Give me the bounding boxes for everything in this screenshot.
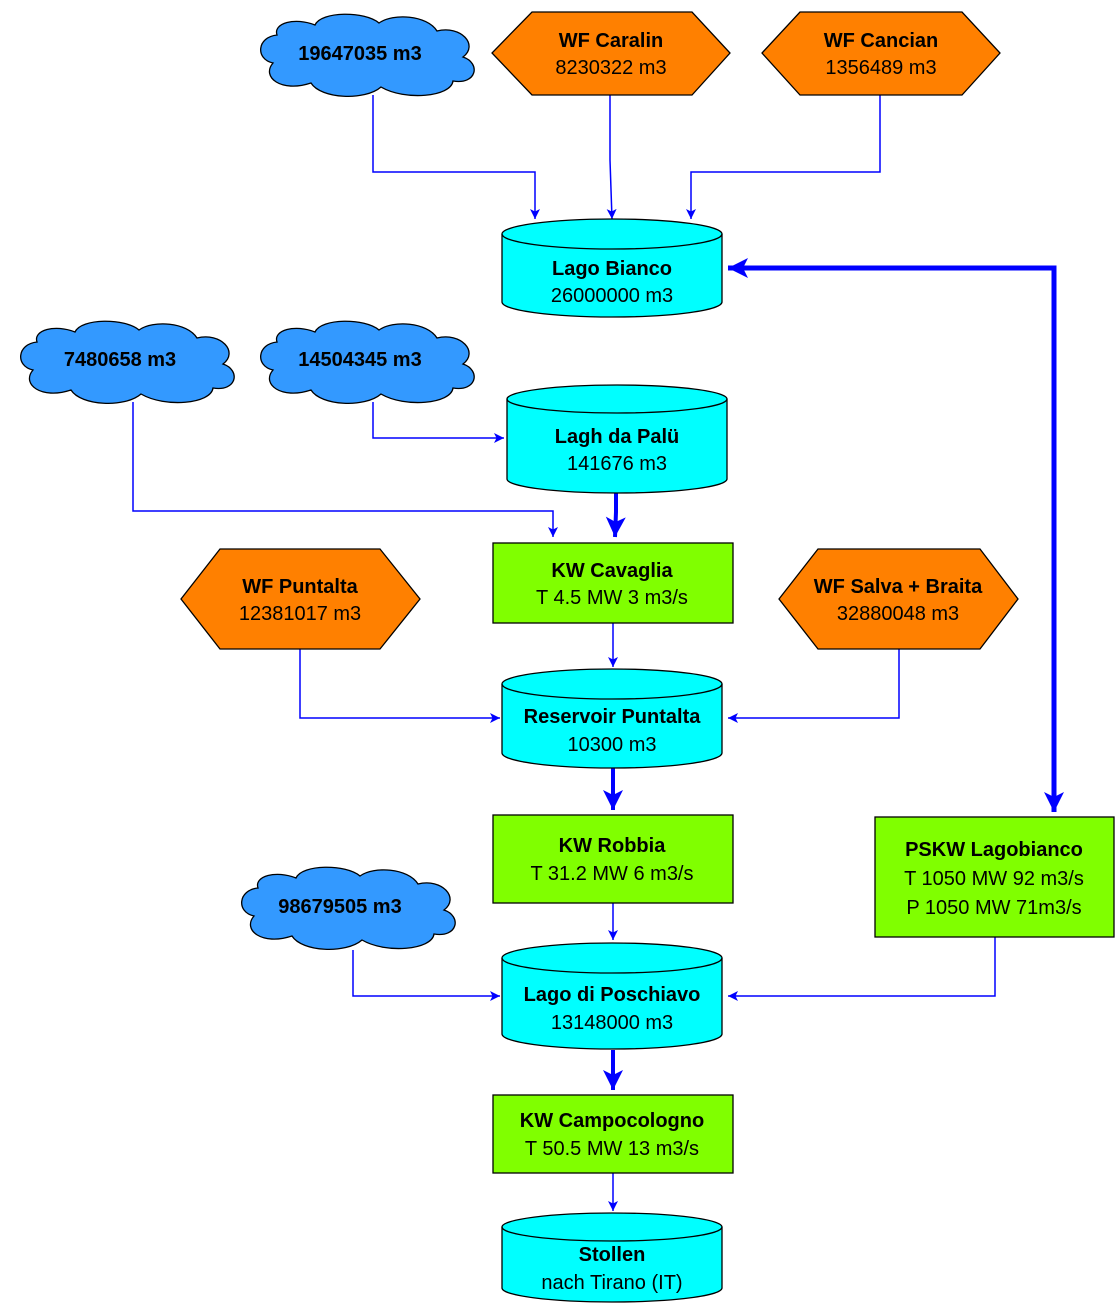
intake-cancian-title: WF Cancian bbox=[824, 30, 938, 52]
reservoir-lagh-da-palu-title: Lagh da Palü bbox=[555, 426, 679, 448]
reservoir-lago-di-poschiavo-title: Lago di Poschiavo bbox=[524, 984, 701, 1006]
intake-wf-cancian: WF Cancian 1356489 m3 bbox=[761, 11, 1001, 96]
edge-catchment2-to-kw-cavaglia bbox=[132, 402, 558, 537]
powerplant-lagobianco-line2: P 1050 MW 71m3/s bbox=[906, 897, 1081, 919]
reservoir-lago-di-poschiavo-value: 13148000 m3 bbox=[551, 1012, 673, 1034]
edge-wf-puntalta-to-reservoir-puntalta bbox=[299, 649, 500, 723]
cylinder-top-rim bbox=[501, 957, 723, 974]
reservoir-stollen-value: nach Tirano (IT) bbox=[541, 1272, 682, 1294]
cloud-shape bbox=[260, 320, 475, 404]
edge-pskw-to-lago-di-poschiavo bbox=[728, 937, 996, 1001]
edge-catchment1-to-lago-bianco bbox=[372, 95, 540, 219]
powerplant-campocologno-title: KW Campocologno bbox=[520, 1110, 704, 1132]
powerplant-robbia-line1: T 31.2 MW 6 m3/s bbox=[530, 863, 693, 885]
reservoir-stollen: Stollen nach Tirano (IT) bbox=[501, 1212, 723, 1303]
catchment-cloud-1: 19647035 m3 bbox=[260, 13, 475, 97]
box-shape bbox=[492, 1094, 734, 1174]
edge-lagh-da-palu-to-kw-cavaglia bbox=[605, 493, 626, 538]
intake-puntalta-value: 12381017 m3 bbox=[239, 603, 361, 625]
box-shape bbox=[492, 814, 734, 904]
catchment-1-label: 19647035 m3 bbox=[298, 43, 421, 65]
hexagon-shape bbox=[761, 11, 1001, 96]
intake-wf-puntalta: WF Puntalta 12381017 m3 bbox=[180, 548, 421, 650]
reservoir-lagh-da-palu-value: 141676 m3 bbox=[567, 453, 667, 475]
cloud-shape bbox=[20, 320, 235, 404]
intake-cancian-value: 1356489 m3 bbox=[825, 57, 936, 79]
reservoir-puntalta-value: 10300 m3 bbox=[568, 734, 657, 756]
catchment-cloud-3: 14504345 m3 bbox=[260, 320, 475, 404]
intake-wf-caralin: WF Caralin 8230322 m3 bbox=[491, 11, 731, 96]
intake-caralin-value: 8230322 m3 bbox=[555, 57, 666, 79]
catchment-2-label: 7480658 m3 bbox=[64, 349, 176, 371]
catchment-3-label: 14504345 m3 bbox=[298, 349, 421, 371]
cylinder-top-rim bbox=[501, 233, 723, 250]
edge-catchment4-to-lago-di-poschiavo bbox=[352, 950, 500, 1001]
hexagon-shape bbox=[491, 11, 731, 96]
connectors bbox=[132, 95, 1064, 1211]
intake-puntalta-title: WF Puntalta bbox=[242, 576, 358, 598]
box-shape bbox=[492, 542, 734, 624]
edge-catchment3-to-lagh-da-palu bbox=[372, 402, 504, 443]
cylinder-body bbox=[501, 668, 723, 769]
cloud-shape bbox=[260, 13, 475, 97]
cylinder-body bbox=[501, 942, 723, 1050]
powerplant-campocologno-line1: T 50.5 MW 13 m3/s bbox=[525, 1138, 699, 1160]
cylinder-top-rim bbox=[501, 683, 723, 700]
edge-caralin-to-lago-bianco bbox=[606, 95, 617, 220]
catchment-cloud-4: 98679505 m3 bbox=[241, 866, 456, 950]
edge-lago-bianco-pskw-bidirectional bbox=[728, 258, 1064, 812]
powerplant-pskw-lagobianco: PSKW Lagobianco T 1050 MW 92 m3/s P 1050… bbox=[874, 816, 1115, 938]
powerplant-lagobianco-line1: T 1050 MW 92 m3/s bbox=[904, 868, 1084, 890]
reservoir-lago-bianco: Lago Bianco 26000000 m3 bbox=[501, 218, 723, 318]
reservoir-puntalta: Reservoir Puntalta 10300 m3 bbox=[501, 668, 723, 769]
cloud-shape bbox=[241, 866, 456, 950]
hexagon-shape bbox=[180, 548, 421, 650]
reservoir-lagh-da-palu: Lagh da Palü 141676 m3 bbox=[506, 384, 728, 494]
cylinder-top-rim bbox=[501, 1226, 723, 1242]
edge-wf-salva-to-reservoir-puntalta bbox=[728, 649, 900, 723]
intake-salva-value: 32880048 m3 bbox=[837, 603, 959, 625]
intake-caralin-title: WF Caralin bbox=[559, 30, 663, 52]
cylinder-top-rim bbox=[506, 398, 728, 414]
powerplant-kw-cavaglia: KW Cavaglia T 4.5 MW 3 m3/s bbox=[492, 542, 734, 624]
catchment-cloud-2: 7480658 m3 bbox=[20, 320, 235, 404]
powerplant-kw-campocologno: KW Campocologno T 50.5 MW 13 m3/s bbox=[492, 1094, 734, 1174]
reservoir-lago-di-poschiavo: Lago di Poschiavo 13148000 m3 bbox=[501, 942, 723, 1050]
intake-salva-title: WF Salva + Braita bbox=[814, 576, 983, 598]
reservoir-puntalta-title: Reservoir Puntalta bbox=[524, 706, 702, 728]
cylinder-body bbox=[506, 384, 728, 494]
edge-cancian-to-lago-bianco bbox=[686, 95, 881, 219]
powerplant-kw-robbia: KW Robbia T 31.2 MW 6 m3/s bbox=[492, 814, 734, 904]
hexagon-shape bbox=[778, 548, 1019, 650]
cylinder-body bbox=[501, 218, 723, 318]
intake-wf-salva-braita: WF Salva + Braita 32880048 m3 bbox=[778, 548, 1019, 650]
powerplant-cavaglia-line1: T 4.5 MW 3 m3/s bbox=[536, 587, 688, 609]
reservoir-lago-bianco-value: 26000000 m3 bbox=[551, 285, 673, 307]
cylinder-body bbox=[501, 1212, 723, 1303]
powerplant-robbia-title: KW Robbia bbox=[559, 835, 667, 857]
catchment-4-label: 98679505 m3 bbox=[278, 896, 401, 918]
reservoir-lago-bianco-title: Lago Bianco bbox=[552, 258, 672, 280]
reservoir-stollen-title: Stollen bbox=[579, 1244, 646, 1266]
box-shape bbox=[874, 816, 1115, 938]
powerplant-lagobianco-title: PSKW Lagobianco bbox=[905, 839, 1083, 861]
powerplant-cavaglia-title: KW Cavaglia bbox=[551, 560, 673, 582]
